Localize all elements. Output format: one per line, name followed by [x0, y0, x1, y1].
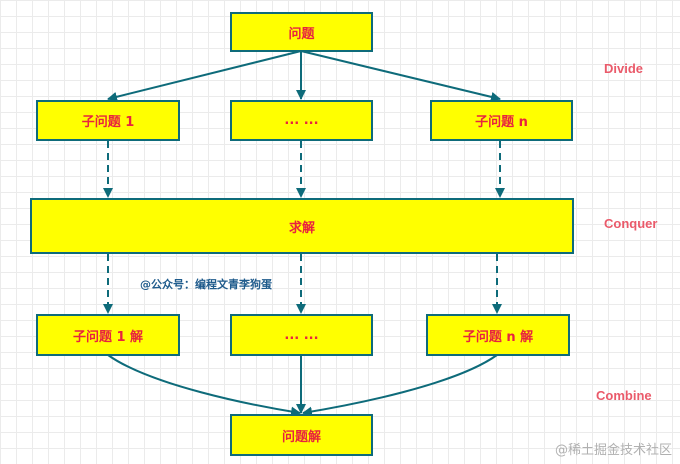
stage-label-combine: Combine — [596, 388, 652, 403]
node-subproblem-1: 子问题 1 — [36, 100, 180, 141]
watermark: @稀土掘金技术社区 — [554, 443, 672, 458]
node-solve: 求解 — [30, 198, 574, 254]
stage-label-divide: Divide — [604, 61, 644, 76]
arrow-problem-to-sub1 — [107, 50, 302, 102]
node-final-solution: 问题解 — [230, 414, 373, 456]
arrow-soln-to-final — [302, 354, 498, 417]
arrow-problem-to-subn — [300, 50, 501, 102]
node-solution-n: 子问题 n 解 — [426, 314, 570, 356]
author-credit: @公众号：编程文青李狗蛋 — [140, 278, 272, 291]
node-solution-middle: ... ... — [230, 314, 373, 356]
arrow-sol1-to-final — [107, 354, 301, 417]
stage-label-conquer: Conquer — [604, 216, 658, 231]
node-problem: 问题 — [230, 12, 373, 52]
node-solution-1: 子问题 1 解 — [36, 314, 180, 356]
node-subproblem-n: 子问题 n — [430, 100, 573, 141]
node-subproblem-middle: ... ... — [230, 100, 373, 141]
